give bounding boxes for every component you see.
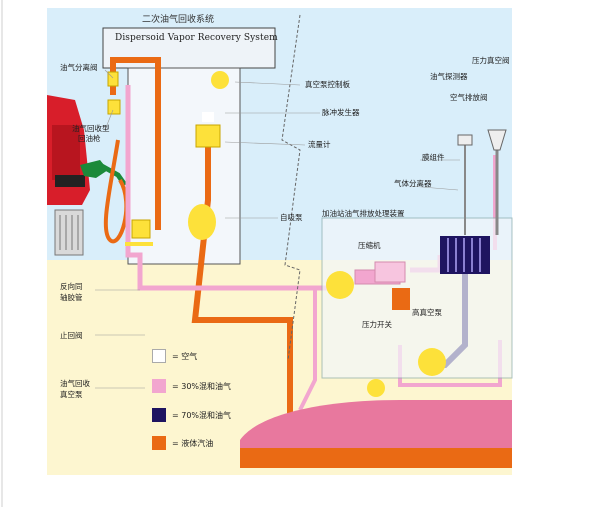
label-self-pump: 自吸泵 xyxy=(280,213,303,222)
label-oil-gas-detector: 油气探测器 xyxy=(430,72,468,81)
label-vapor-recovery-gun-2: 回油枪 xyxy=(78,134,101,143)
vacuum-pump xyxy=(131,219,151,239)
label-vacuum-control-board: 真空泵控制板 xyxy=(305,80,350,89)
label-check-valve: 止回阀 xyxy=(60,331,83,340)
legend-air: = 空气 xyxy=(152,349,197,363)
legend-label-air: = 空气 xyxy=(172,351,198,361)
label-gas-exhaust-valve: 空气排放阀 xyxy=(450,93,488,102)
legend-label-gasoline: = 液体汽油 xyxy=(172,438,214,448)
label-compressor: 压缩机 xyxy=(358,241,381,250)
compressor xyxy=(374,261,406,283)
pulse-generator xyxy=(195,124,221,148)
legend-swatch-vapor-30 xyxy=(152,379,166,393)
underground-tank xyxy=(240,400,512,448)
legend-swatch-gasoline xyxy=(152,436,166,450)
legend-vapor-70: = 70%混和油气 xyxy=(152,408,231,422)
vacuum-control-board xyxy=(211,71,229,89)
tank-liquid-gasoline xyxy=(240,448,512,468)
oil-gas-separator-valve xyxy=(107,71,119,87)
label-membrane-module: 膜组件 xyxy=(422,153,445,162)
label-vacuum-pump-1: 油气回收 xyxy=(60,379,90,388)
legend-vapor-30: = 30%混和油气 xyxy=(152,379,231,393)
self-priming-pump xyxy=(188,204,216,240)
label-vapor-recovery-gun-1: 油气回收型 xyxy=(72,124,110,133)
boundary-wall xyxy=(281,14,301,361)
label-processing-unit: 加油站油气排放处理装置 xyxy=(322,209,405,218)
legend-label-vapor-70: = 70%混和油气 xyxy=(172,410,232,420)
pressure-switch-pump xyxy=(418,348,446,376)
vapor-line-main xyxy=(125,85,310,291)
label-coaxial-hose-2: 轴胶管 xyxy=(60,293,83,302)
diagram-title-en: Dispersoid Vapor Recovery System xyxy=(115,33,278,43)
label-flow-meter: 流量计 xyxy=(308,140,331,149)
label-gas-separator: 气体分离器 xyxy=(394,179,432,188)
compressor-left xyxy=(326,271,354,299)
legend-label-vapor-30: = 30%混和油气 xyxy=(172,381,232,391)
label-oil-gas-separator-valve: 油气分离阀 xyxy=(60,63,98,72)
label-coaxial-hose-1: 反向同 xyxy=(60,282,83,291)
label-high-vacuum-pump: 高真空泵 xyxy=(412,308,442,317)
label-pressure-switch: 压力开关 xyxy=(362,320,392,329)
high-vacuum-pump xyxy=(392,288,410,310)
legend-swatch-air xyxy=(152,349,166,363)
label-pulse-generator: 脉冲发生器 xyxy=(322,108,360,117)
gasoline-line-lower xyxy=(191,140,293,450)
label-vacuum-pump-2: 真空泵 xyxy=(60,390,83,399)
label-pressure-vacuum-valve: 压力真空阀 xyxy=(472,56,510,65)
diagram-title-cn: 二次油气回收系统 xyxy=(142,15,215,25)
legend-gasoline: = 液体汽油 xyxy=(152,436,213,450)
car-illustration xyxy=(47,95,90,256)
legend-swatch-vapor-70 xyxy=(152,408,166,422)
